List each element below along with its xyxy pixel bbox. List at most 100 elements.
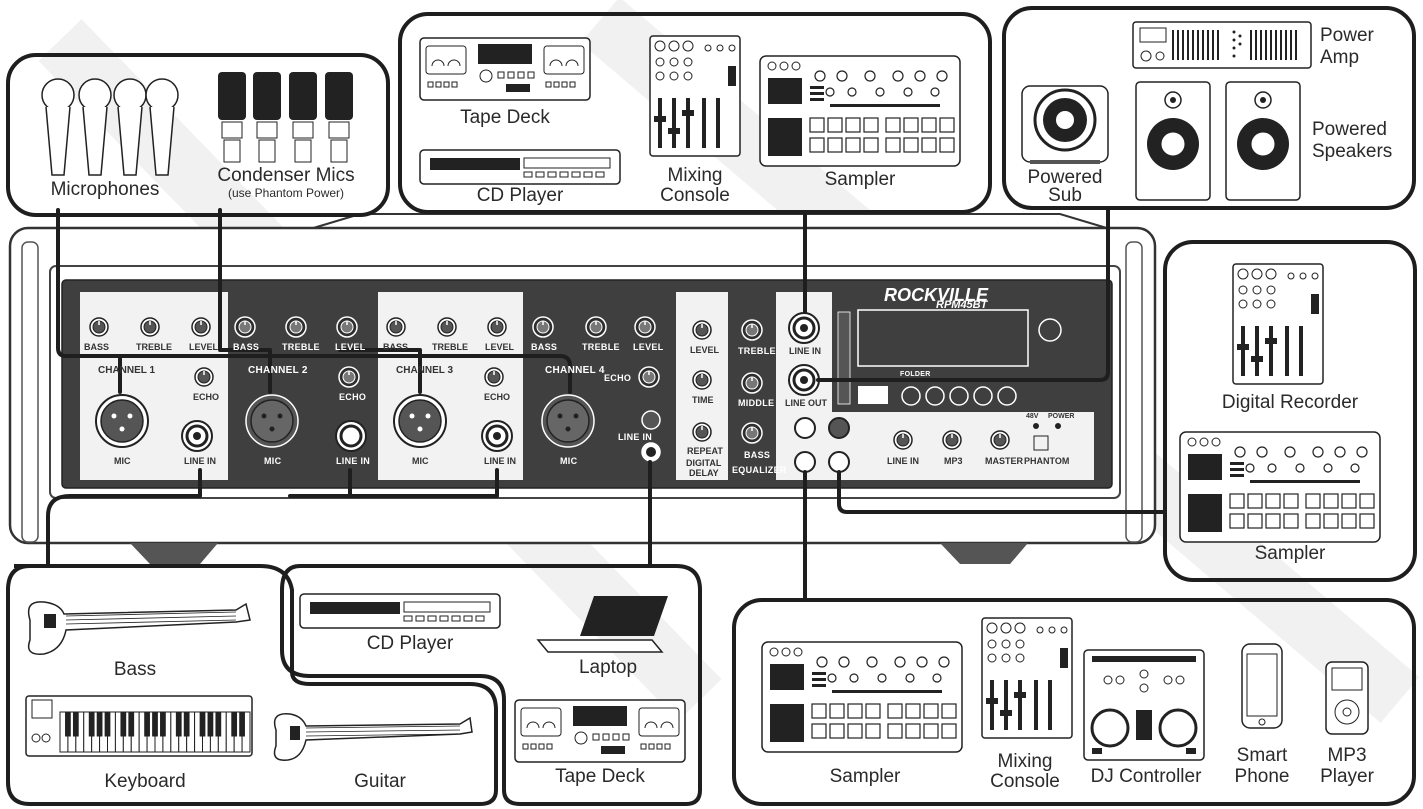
eq-middle-label: MIDDLE (738, 398, 775, 408)
ch3-mic-input[interactable] (393, 394, 447, 448)
dj-controller-label: DJ Controller (1090, 766, 1202, 787)
powered-sub-icon (1021, 85, 1109, 164)
ch2-echo-label: ECHO (339, 392, 367, 402)
master-line-in-label: LINE IN (887, 456, 920, 466)
ch3-bass-knob[interactable] (386, 317, 406, 337)
bottom-cd-player-icon (299, 593, 501, 629)
eq-bass-knob[interactable] (741, 422, 763, 444)
condenser-mics-note: (use Phantom Power) (227, 186, 345, 200)
ch3-level-label: LEVEL (485, 342, 515, 352)
phantom-switch[interactable] (1033, 435, 1049, 451)
eq-treble-knob[interactable] (741, 319, 763, 341)
ch2-level-label: LEVEL (335, 342, 366, 352)
black-key (120, 711, 127, 737)
master-volume-knob[interactable] (990, 430, 1010, 450)
powered-sub-label-2: Sub (1048, 185, 1082, 206)
ch1-treble-knob[interactable] (140, 317, 160, 337)
device-boxes (6, 6, 1417, 806)
mode-button[interactable] (973, 386, 993, 406)
ch2-line-input[interactable] (335, 420, 367, 452)
ch2-bass-knob[interactable] (234, 316, 256, 338)
ch2-echo-knob[interactable] (338, 366, 360, 388)
master-controls (893, 423, 1061, 451)
bottom-cd-player-label: CD Player (366, 633, 454, 654)
eq-middle-knob[interactable] (741, 372, 763, 394)
master-strip (832, 412, 1094, 480)
rca-in-l[interactable] (794, 417, 816, 439)
ch1-bass-knob[interactable] (89, 317, 109, 337)
ch4-level-knob[interactable] (634, 316, 656, 338)
ch4-echo-label: ECHO (604, 373, 632, 383)
main-line-in[interactable] (787, 311, 821, 345)
ch2-treble-label: TREBLE (282, 342, 320, 352)
ch4-treble-knob[interactable] (585, 316, 607, 338)
ch2-mic-input[interactable] (245, 394, 299, 448)
48v-led (1033, 423, 1039, 429)
delay-time-knob[interactable] (692, 370, 712, 390)
next-button[interactable] (949, 386, 969, 406)
rca-rec-l[interactable] (828, 417, 850, 439)
prev-button[interactable] (901, 386, 921, 406)
delay-time-label: TIME (692, 395, 714, 405)
ch4-bass-knob[interactable] (532, 316, 554, 338)
rca-in-r[interactable] (794, 451, 816, 473)
line-in-label: LINE IN (789, 346, 822, 356)
play-button[interactable] (925, 386, 945, 406)
mp3-player-label-2: Player (1320, 766, 1374, 787)
repeat-button[interactable] (997, 386, 1017, 406)
keyboard-icon (25, 695, 253, 757)
line-io (787, 311, 850, 473)
box-top-right (1002, 6, 1416, 210)
box-top-left (6, 53, 390, 217)
master-mp3-label: MP3 (944, 456, 963, 466)
power-amp-icon (1132, 21, 1312, 69)
tape-deck-label: Tape Deck (460, 107, 550, 128)
ch2-level-knob[interactable] (336, 316, 358, 338)
ch2-line-label: LINE IN (336, 456, 371, 466)
mp3-player-icon (1325, 661, 1369, 735)
mp3-player-label-1: MP3 (1327, 745, 1367, 766)
black-key (183, 711, 190, 737)
ch3-echo-knob[interactable] (484, 367, 504, 387)
master-mp3-knob[interactable] (942, 430, 962, 450)
ch4-line-label: LINE IN (618, 432, 653, 442)
powered-sub-label-1: Powered (1027, 167, 1103, 188)
ch1-mic-label: MIC (114, 456, 131, 466)
cable-line-ch1 (46, 468, 202, 568)
ch3-level-knob[interactable] (487, 317, 507, 337)
rca-rec-r[interactable] (828, 451, 850, 473)
ch2-treble-knob[interactable] (285, 316, 307, 338)
ch4-line-in-l[interactable] (641, 410, 661, 430)
ch3-treble-knob[interactable] (437, 317, 457, 337)
ch4-mic-input[interactable] (541, 394, 595, 448)
keyboard-label: Keyboard (104, 771, 186, 792)
ch3-name: CHANNEL 3 (396, 365, 454, 376)
phantom-label: PHANTOM (1024, 456, 1070, 466)
delay-repeat-knob[interactable] (692, 422, 712, 442)
usb-port[interactable] (858, 386, 888, 404)
power-led (1055, 423, 1061, 429)
guitar-label: Guitar (354, 771, 406, 792)
ch1-bass-label: BASS (84, 342, 110, 352)
usb-slot[interactable] (837, 311, 851, 405)
ch1-echo-knob[interactable] (194, 367, 214, 387)
microphones-label: Microphones (50, 179, 160, 200)
ch2-mic-label: MIC (264, 456, 282, 466)
master-line-in-knob[interactable] (893, 430, 913, 450)
ch4-mic-label: MIC (560, 456, 578, 466)
smart-phone-label-2: Phone (1234, 766, 1290, 787)
delay-level-knob[interactable] (692, 320, 712, 340)
ch1-mic-input[interactable] (95, 394, 149, 448)
condenser-mics-label: Condenser Mics (217, 165, 355, 186)
main-line-out[interactable] (787, 363, 821, 397)
ch4-treble-label: TREBLE (582, 342, 620, 352)
ch4-echo-knob[interactable] (638, 366, 660, 388)
ch1-line-input[interactable] (180, 419, 214, 453)
mixing-console-label-2: Console (660, 185, 730, 206)
ch3-line-label: LINE IN (484, 456, 517, 466)
mixing-console-icon (649, 35, 741, 157)
bass-label: Bass (113, 659, 157, 680)
ch1-level-knob[interactable] (191, 317, 211, 337)
ch3-line-input[interactable] (480, 419, 514, 453)
